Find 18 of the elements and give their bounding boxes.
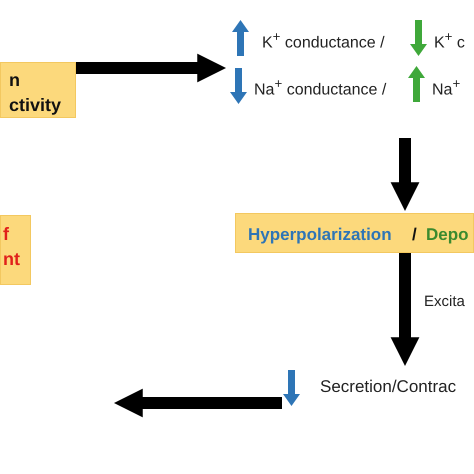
label-text: Na$^{+}$ conductance / <box>254 75 386 100</box>
arrow <box>114 388 282 418</box>
label-text: Na$^{+}$ <box>432 75 460 100</box>
arrow <box>76 54 226 82</box>
label-text: K$^{+}$ conductance / <box>262 28 385 54</box>
process-box <box>0 215 31 285</box>
label-text: K$^{+}$ c <box>434 28 465 54</box>
label-text: Secretion/Contrac <box>320 376 456 398</box>
process-box <box>0 62 76 118</box>
arrow <box>390 138 420 212</box>
label-text: Hyperpolarization <box>248 224 392 246</box>
label-text: n ctivity <box>9 69 62 118</box>
process-band <box>235 213 474 253</box>
edge-label: Excita <box>424 293 465 310</box>
label-text: f nt <box>3 223 21 272</box>
label-text: Depo <box>426 224 468 246</box>
separator-slash: / <box>412 224 417 246</box>
arrow <box>390 253 420 366</box>
